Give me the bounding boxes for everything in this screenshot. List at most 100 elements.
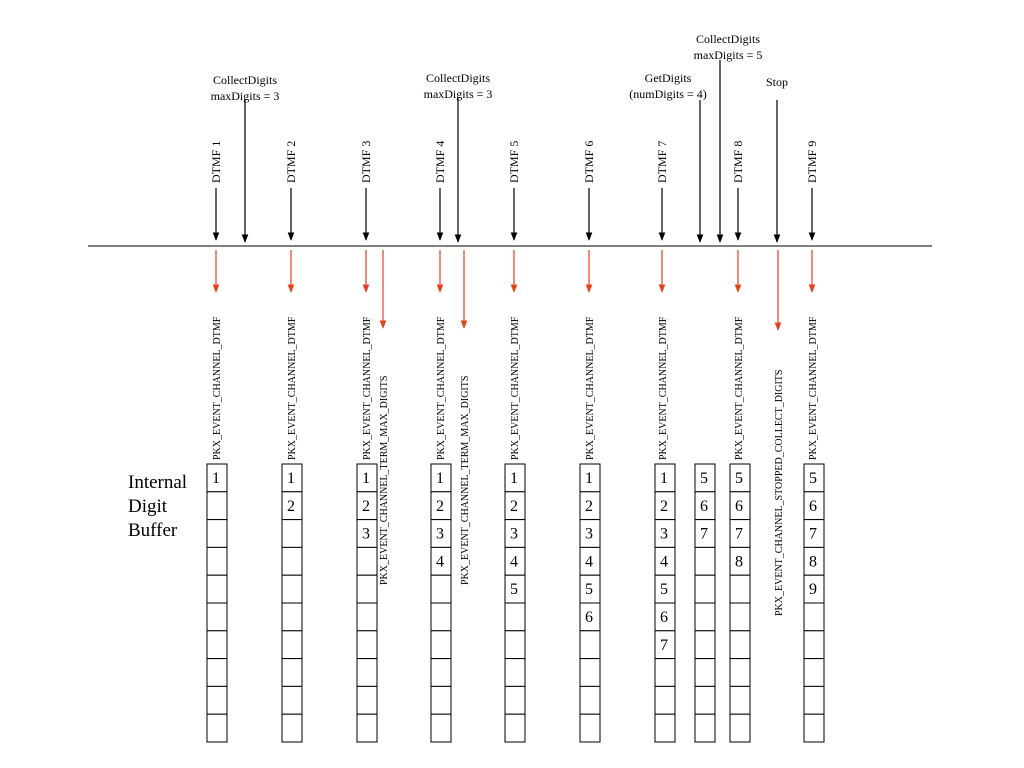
buffer-cell bbox=[729, 630, 751, 660]
buffer-cell bbox=[694, 713, 716, 743]
command-label-line: Stop bbox=[766, 75, 788, 89]
event-label: PKX_EVENT_CHANNEL_STOPPED_COLLECT_DIGITS bbox=[774, 370, 785, 616]
buffer-digit: 3 bbox=[510, 526, 518, 543]
buffer-cell bbox=[579, 658, 601, 687]
buffer-digit: 6 bbox=[660, 609, 668, 626]
internal-digit-buffer-label: Internal Digit Buffer bbox=[128, 472, 187, 541]
buffer-cell bbox=[356, 685, 378, 715]
command-marker: CollectDigits maxDigits = 5 bbox=[694, 32, 763, 243]
buffer-digit: 5 bbox=[700, 470, 708, 487]
buffer-cell bbox=[281, 658, 303, 687]
buffer-digit: 4 bbox=[436, 553, 444, 570]
event-label: PKX_EVENT_CHANNEL_DTMF bbox=[734, 316, 745, 460]
dtmf-marker: DTMF 9 bbox=[805, 141, 819, 241]
buffer-cell bbox=[729, 685, 751, 715]
buffer-cell bbox=[803, 602, 825, 632]
buffer-cell bbox=[729, 658, 751, 687]
buffer-cell bbox=[356, 630, 378, 660]
event-label: PKX_EVENT_CHANNEL_DTMF bbox=[808, 316, 819, 460]
buffer-cell bbox=[729, 602, 751, 632]
command-label-line: maxDigits = 3 bbox=[424, 87, 493, 101]
buffer-cell bbox=[206, 602, 228, 632]
digit-buffer: 12 bbox=[281, 463, 303, 743]
buffer-digit: 7 bbox=[809, 526, 817, 543]
event-label: PKX_EVENT_CHANNEL_DTMF bbox=[585, 316, 596, 460]
command-label-line: maxDigits = 5 bbox=[694, 48, 763, 62]
event-label: PKX_EVENT_CHANNEL_TERM_MAX_DIGITS bbox=[379, 376, 390, 585]
buffer-digit: 2 bbox=[362, 498, 370, 515]
event-label: PKX_EVENT_CHANNEL_DTMF bbox=[362, 316, 373, 460]
buffer-cell bbox=[654, 658, 676, 687]
event-marker: PKX_EVENT_CHANNEL_DTMF bbox=[734, 250, 745, 460]
buffer-cell bbox=[803, 658, 825, 687]
buffer-cell bbox=[579, 685, 601, 715]
dtmf-marker: DTMF 3 bbox=[359, 141, 373, 241]
event-marker: PKX_EVENT_CHANNEL_TERM_MAX_DIGITS bbox=[379, 250, 390, 585]
buffer-cell bbox=[430, 658, 452, 687]
buffer-digit: 5 bbox=[809, 470, 817, 487]
command-label-line: GetDigits bbox=[645, 71, 692, 85]
digit-buffer: 5 6 7 bbox=[694, 463, 716, 743]
buffer-cell bbox=[694, 685, 716, 715]
buffer-cell bbox=[504, 713, 526, 743]
buffer-digit: 6 bbox=[809, 498, 817, 515]
buffer-digit: 8 bbox=[809, 553, 817, 570]
dtmf-marker: DTMF 4 bbox=[433, 141, 447, 241]
buffer-cell bbox=[281, 713, 303, 743]
command-label-line: CollectDigits bbox=[696, 32, 760, 46]
buffer-cell bbox=[430, 713, 452, 743]
dtmf-label: DTMF 1 bbox=[209, 141, 223, 183]
command-marker: Stop bbox=[766, 75, 788, 243]
buffer-cell bbox=[430, 685, 452, 715]
dtmf-label: DTMF 7 bbox=[655, 141, 669, 183]
buffer-cell bbox=[281, 546, 303, 576]
dtmf-label: DTMF 9 bbox=[805, 141, 819, 183]
buffer-cell bbox=[654, 713, 676, 743]
buffer-digit: 5 bbox=[735, 470, 743, 487]
buffer-cell bbox=[430, 602, 452, 632]
buffer-digit: 7 bbox=[700, 526, 708, 543]
buffer-cell bbox=[430, 574, 452, 604]
buffer-digit: 6 bbox=[700, 498, 708, 515]
buffer-digit: 2 bbox=[585, 498, 593, 515]
event-marker: PKX_EVENT_CHANNEL_DTMF bbox=[212, 250, 223, 460]
dtmf-label: DTMF 6 bbox=[582, 141, 596, 183]
buffer-digit: 1 bbox=[436, 470, 444, 487]
buffer-cell bbox=[281, 574, 303, 604]
buffer-digit: 6 bbox=[735, 498, 743, 515]
buffer-digit: 6 bbox=[585, 609, 593, 626]
buffer-digit: 1 bbox=[362, 470, 370, 487]
buffer-cell bbox=[504, 602, 526, 632]
buffer-digit: 2 bbox=[660, 498, 668, 515]
buffer-digit: 1 bbox=[585, 470, 593, 487]
buffer-digit: 3 bbox=[585, 526, 593, 543]
buffer-cell bbox=[694, 574, 716, 604]
event-marker: PKX_EVENT_CHANNEL_DTMF bbox=[436, 250, 447, 460]
buffer-cell bbox=[206, 685, 228, 715]
command-label-line: maxDigits = 3 bbox=[211, 89, 280, 103]
buffer-digit: 3 bbox=[362, 526, 370, 543]
event-label: PKX_EVENT_CHANNEL_DTMF bbox=[212, 316, 223, 460]
dtmf-label: DTMF 4 bbox=[433, 141, 447, 183]
buffer-cell bbox=[694, 658, 716, 687]
buffer-cell bbox=[579, 630, 601, 660]
buffer-digit: 1 bbox=[510, 470, 518, 487]
buffer-cell bbox=[206, 630, 228, 660]
event-marker: PKX_EVENT_CHANNEL_STOPPED_COLLECT_DIGITS bbox=[774, 250, 785, 616]
command-marker: GetDigits(numDigits = 4) bbox=[629, 71, 707, 243]
buffer-digit: 1 bbox=[660, 470, 668, 487]
event-marker: PKX_EVENT_CHANNEL_TERM_MAX_DIGITS bbox=[460, 250, 471, 585]
buffer-digit: 9 bbox=[809, 581, 817, 598]
buffer-cell bbox=[206, 574, 228, 604]
buffer-cell bbox=[694, 630, 716, 660]
dtmf-label: DTMF 8 bbox=[731, 141, 745, 183]
dtmf-marker: DTMF 5 bbox=[507, 141, 521, 241]
event-marker: PKX_EVENT_CHANNEL_DTMF bbox=[808, 250, 819, 460]
buffer-cell bbox=[206, 491, 228, 521]
buffer-cell bbox=[281, 519, 303, 548]
buffer-cell bbox=[281, 630, 303, 660]
buffer-cell bbox=[206, 519, 228, 548]
